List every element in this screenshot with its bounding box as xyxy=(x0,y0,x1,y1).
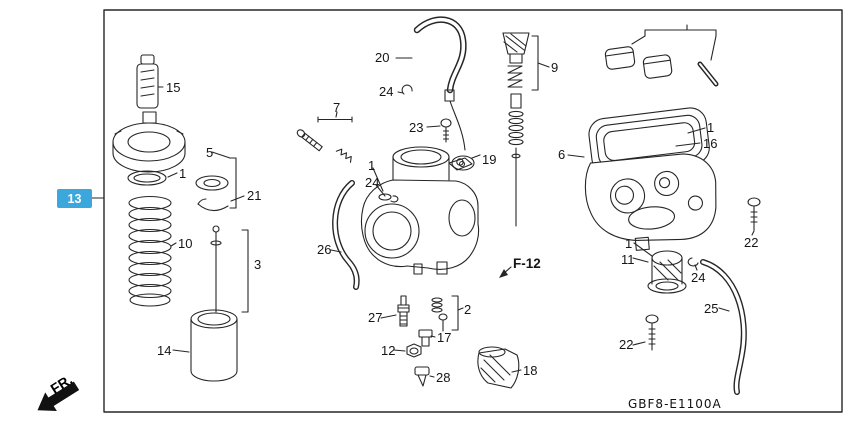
breather-tube-20 xyxy=(395,16,467,151)
callout-13-highlight[interactable]: 13 xyxy=(57,189,92,208)
callout-1-cover[interactable]: 1 xyxy=(707,120,715,135)
callout-12[interactable]: 12 xyxy=(381,343,396,358)
callout-1-carb[interactable]: 1 xyxy=(368,158,376,173)
callout-22-right[interactable]: 22 xyxy=(744,235,759,250)
callout-2[interactable]: 2 xyxy=(464,302,472,317)
callout-21[interactable]: 21 xyxy=(247,188,262,203)
needle-jet-27 xyxy=(380,295,410,327)
callout-11[interactable]: 11 xyxy=(621,252,635,267)
callout-22-bottom[interactable]: 22 xyxy=(619,337,634,352)
f12-reference-arrow xyxy=(499,266,512,278)
callout-7[interactable]: 7 xyxy=(333,100,341,115)
callout-6[interactable]: 6 xyxy=(558,147,566,162)
overflow-hose-25 xyxy=(700,259,747,395)
callout-19[interactable]: 19 xyxy=(482,152,497,167)
slow-jet-28 xyxy=(414,366,435,387)
callout-5[interactable]: 5 xyxy=(206,145,214,160)
callout-3[interactable]: 3 xyxy=(254,257,262,272)
float-chamber-body xyxy=(584,153,717,251)
callout-10[interactable]: 10 xyxy=(178,236,193,251)
callout-23[interactable]: 23 xyxy=(409,120,424,135)
callout-24-carb[interactable]: 24 xyxy=(365,175,380,190)
nut-12 xyxy=(393,343,422,358)
callout-16[interactable]: 16 xyxy=(703,136,718,151)
carburetor-body xyxy=(360,146,480,275)
callout-1-float[interactable]: 1 xyxy=(625,236,633,251)
callout-14[interactable]: 14 xyxy=(157,343,172,358)
drain-hose-26 xyxy=(330,180,360,290)
main-jet-17 xyxy=(418,329,436,347)
callout-17[interactable]: 17 xyxy=(437,330,452,345)
callout-26[interactable]: 26 xyxy=(317,242,332,257)
callout-9[interactable]: 9 xyxy=(551,60,559,75)
diagram-code: GBF8-E1100A xyxy=(628,397,722,411)
diagram-frame xyxy=(103,9,843,413)
callout-1-cap[interactable]: 1 xyxy=(179,166,187,181)
callout-25[interactable]: 25 xyxy=(704,301,719,316)
callout-20[interactable]: 20 xyxy=(375,50,390,65)
callout-28[interactable]: 28 xyxy=(436,370,451,385)
screw-22-right xyxy=(747,197,761,236)
tab-washer-19 xyxy=(451,154,481,171)
fr-direction-arrow xyxy=(37,381,80,412)
callout-f12-reference[interactable]: F-12 xyxy=(513,256,541,271)
valve-needle-stack-9 xyxy=(502,32,550,227)
screw-set-2 xyxy=(431,295,464,332)
callout-18[interactable]: 18 xyxy=(523,363,538,378)
throttle-cap-group xyxy=(91,54,249,382)
callout-24-top[interactable]: 24 xyxy=(379,84,394,99)
callout-24-right[interactable]: 24 xyxy=(691,270,706,285)
mount-kit-4 xyxy=(604,24,719,87)
callout-15[interactable]: 15 xyxy=(166,80,181,95)
screw-spring-7 xyxy=(296,111,353,163)
callout-27[interactable]: 27 xyxy=(368,310,383,325)
rubber-boot-18 xyxy=(477,346,522,389)
screw-22-bottom xyxy=(632,314,659,351)
float-valve-cup xyxy=(632,242,699,294)
screw-23 xyxy=(426,118,452,143)
